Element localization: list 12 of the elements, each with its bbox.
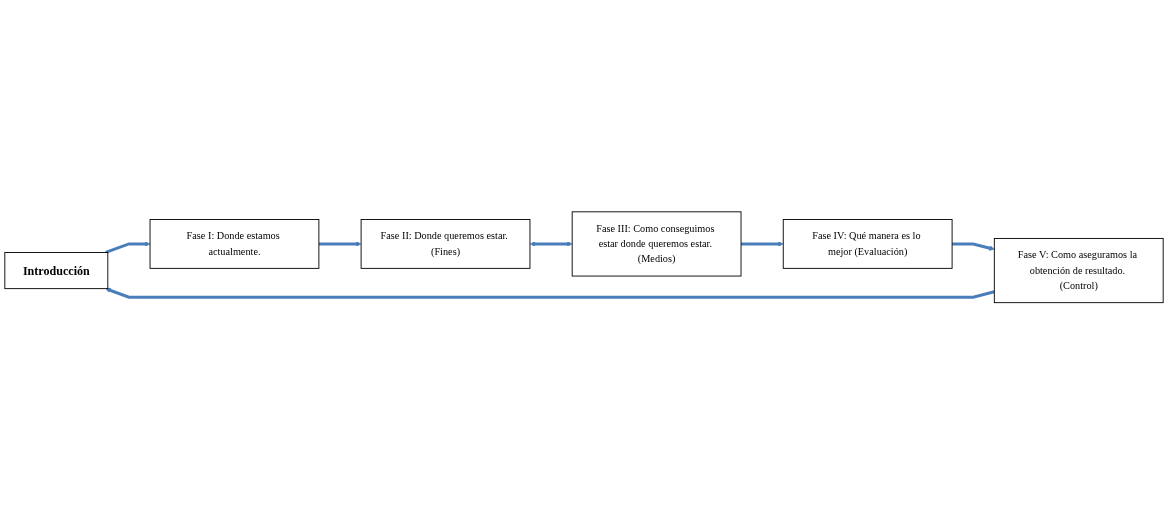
node-box: Fase II: Donde queremos estar. (Fines)	[360, 219, 531, 270]
arrow	[952, 242, 995, 251]
arrow	[318, 241, 362, 247]
arrow	[741, 241, 784, 247]
node-box: Fase III: Como conseguimos estar donde queremos estar. (Medios)	[571, 211, 742, 277]
node-box: Fase IV: Qué manera es lo mejor (Evaluación)	[782, 219, 953, 270]
arrow	[529, 241, 573, 247]
arrow	[105, 288, 995, 299]
node-box: Fase V: Como aseguramos la obtención de resultado. (Control)	[993, 238, 1164, 304]
arrow	[105, 241, 151, 255]
node-box: Fase I: Donde estamos actualmente.	[149, 219, 320, 270]
node-box: Introducción	[4, 252, 109, 290]
